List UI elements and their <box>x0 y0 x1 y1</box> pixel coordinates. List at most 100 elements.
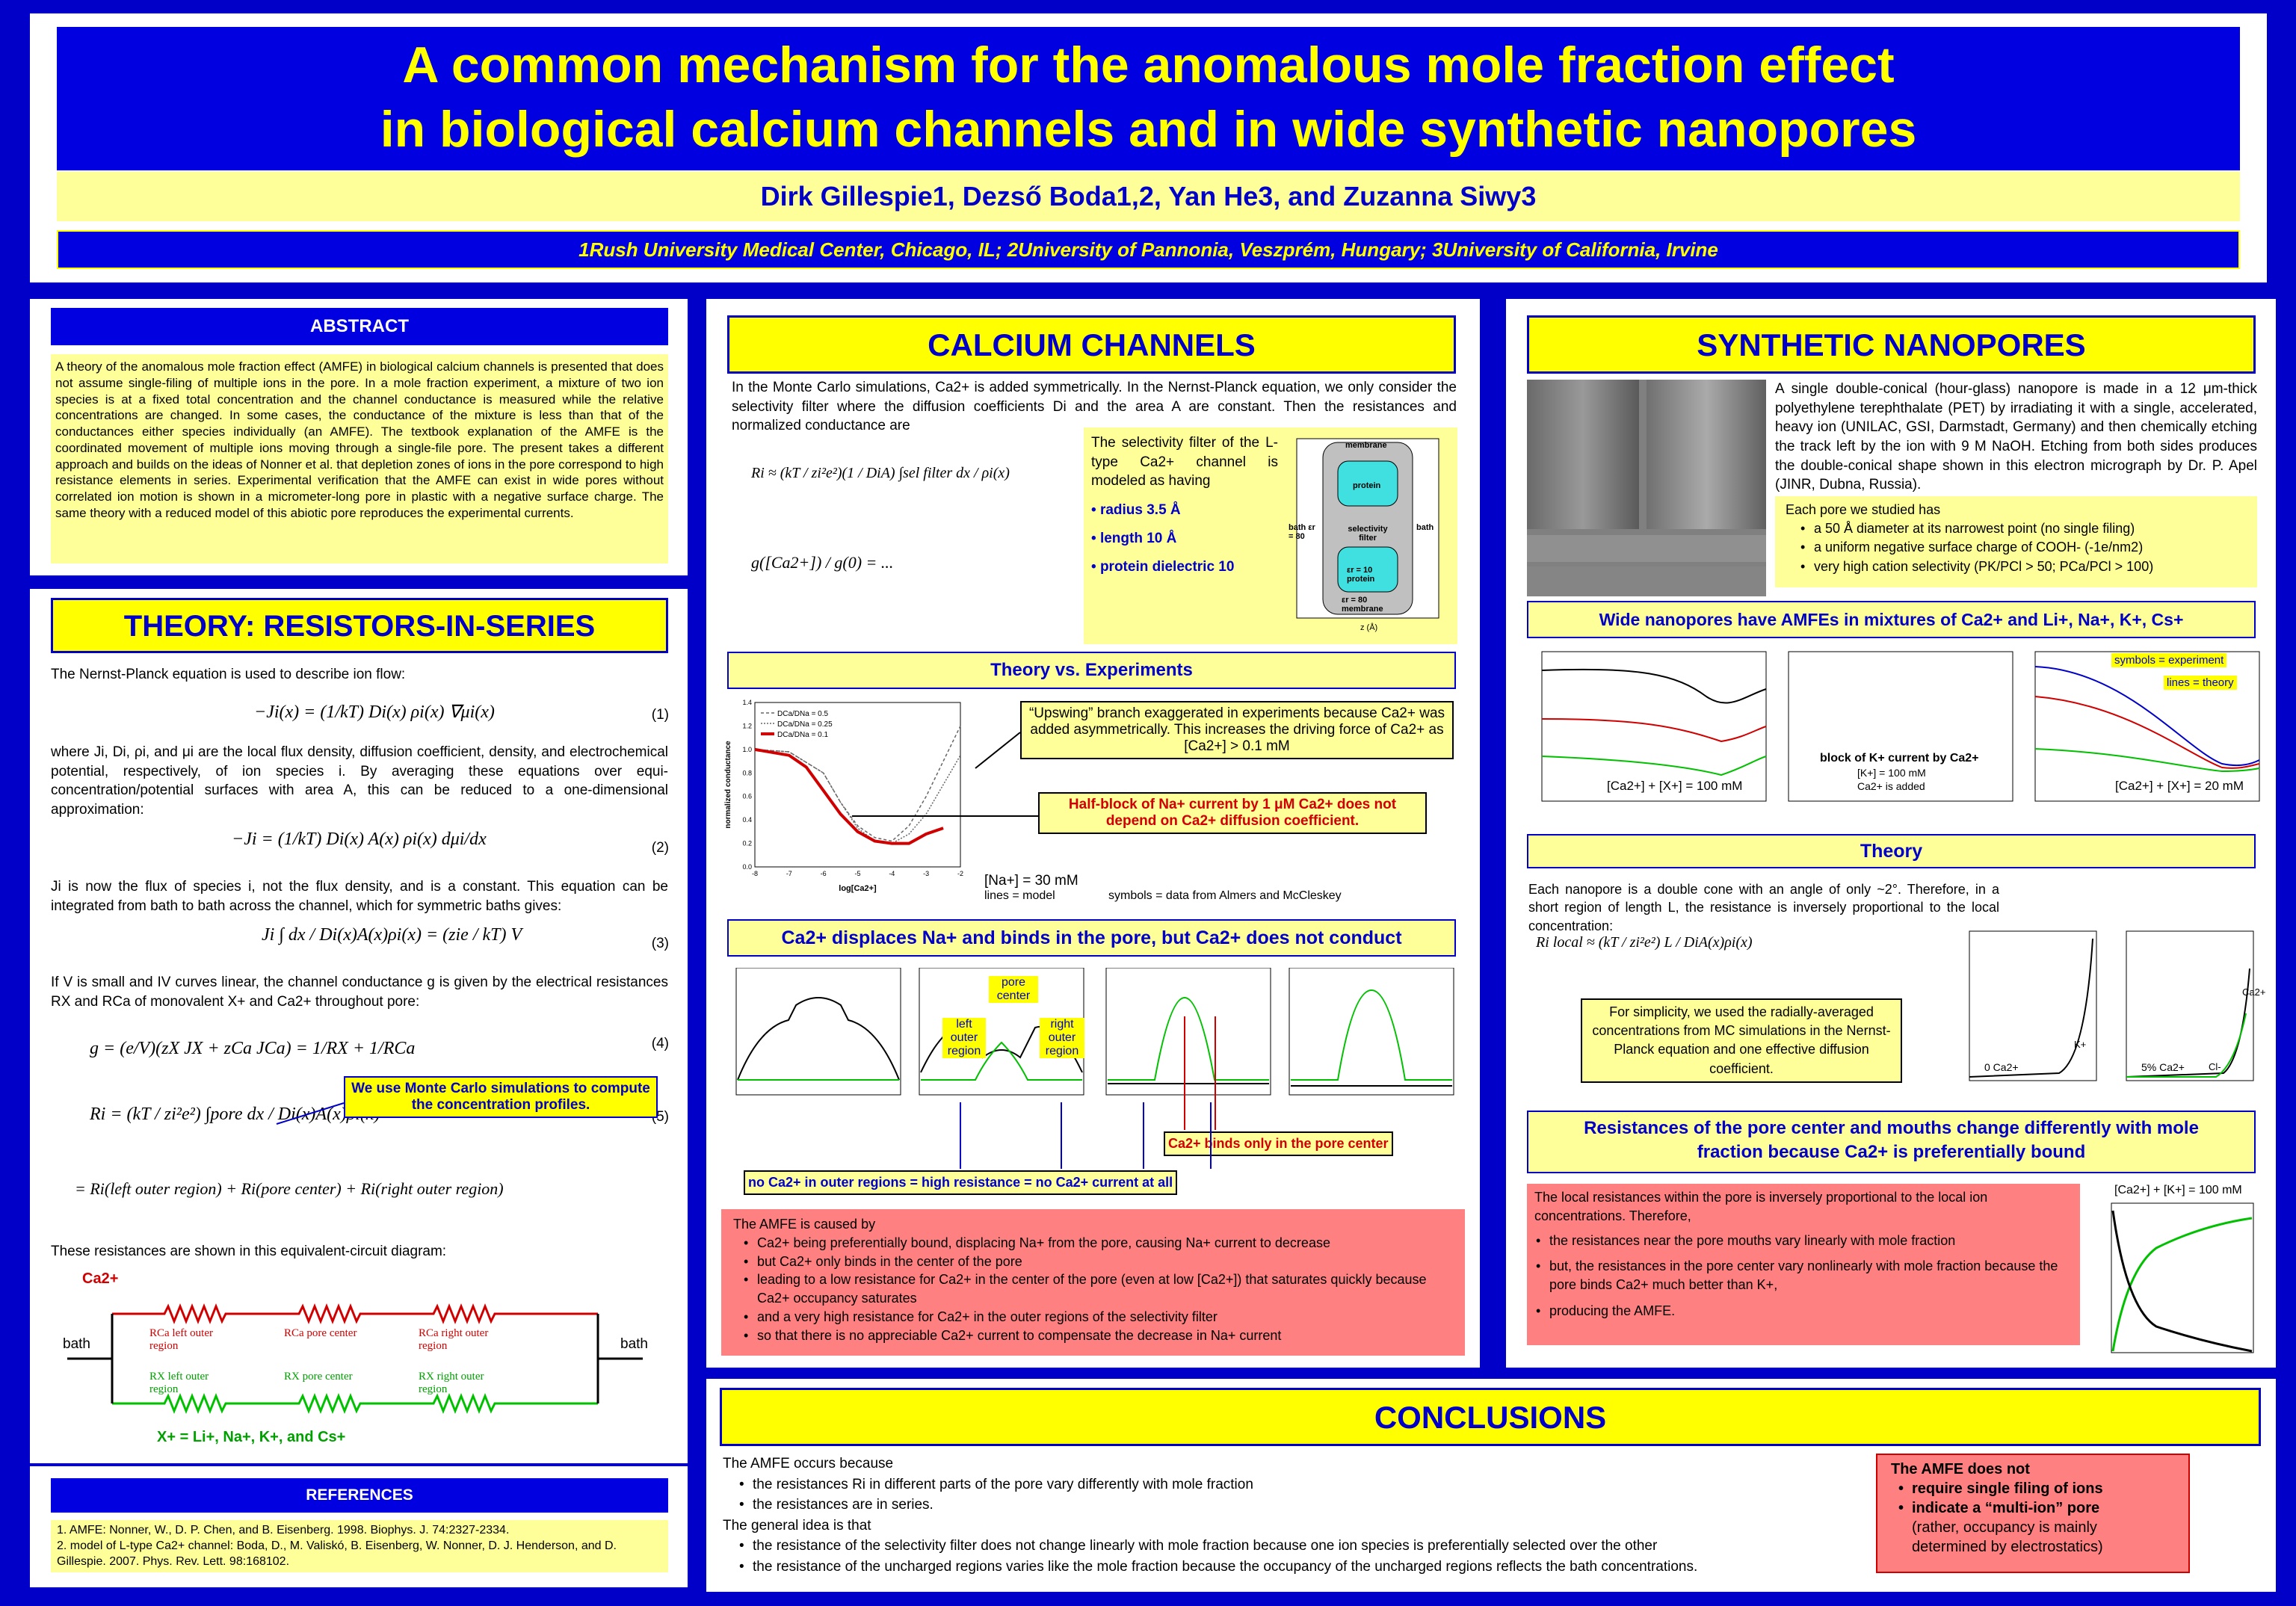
y-axis-label: normalized conductance <box>724 741 732 829</box>
nano-chart-note-7: [Ca2+] + [X+] = 20 mM <box>2115 779 2244 793</box>
nano-theory-head: Theory <box>1527 834 2256 868</box>
eq-number-1: (1) <box>651 707 669 723</box>
concentration-profile-charts <box>1969 930 2254 1081</box>
title-box: A common mechanism for the anomalous mol… <box>57 27 2240 170</box>
calcium-eq-r: Ri ≈ (kT / zi²e²)(1 / DiA) ∫sel filter d… <box>751 465 1010 481</box>
local-chart-note: [Ca2+] + [K+] = 100 mM <box>2114 1184 2242 1196</box>
references-panel: REFERENCES 1. AMFE: Nonner, W., D. P. Ch… <box>30 1466 688 1587</box>
nano-theory-text: Each nanopore is a double cone with an a… <box>1528 882 1999 933</box>
series-line <box>754 749 961 844</box>
model-item: • length 10 Å <box>1091 531 1177 546</box>
circuit-ca-label: Ca2+ <box>82 1270 119 1287</box>
diagram-label-membrane-eps: εr = 80 membrane <box>1342 596 1383 614</box>
diagram-label-membrane: membrane <box>1345 441 1387 450</box>
theory-eq2: −Ji = (1/kT) Di(x) A(x) ρi(x) dμi/dx <box>232 830 487 849</box>
y-tick-label: 1.2 <box>742 722 752 729</box>
amfe-does-not-box: The AMFE does not require single filing … <box>1876 1454 2190 1573</box>
left-outer-region-tag: left outer region <box>942 1018 986 1058</box>
equivalent-circuit-diagram <box>67 1303 643 1415</box>
conclusion-item: the resistance of the uncharged regions … <box>738 1557 1844 1578</box>
title-line-1: A common mechanism for the anomalous mol… <box>402 37 1895 93</box>
pore-property: a uniform negative surface charge of COO… <box>1799 538 2247 557</box>
local-item: the resistances near the pore mouths var… <box>1534 1232 2073 1250</box>
theory-eq3: Ji ∫ dx / Di(x)A(x)ρi(x) = (zie / kT) V <box>262 925 522 945</box>
wide-nanopores-head: Wide nanopores have AMFEs in mixtures of… <box>1527 601 2256 638</box>
title-line-2: in biological calcium channels and in wi… <box>380 101 1917 158</box>
right-outer-region-tag: right outer region <box>1040 1018 1084 1058</box>
no-ca-callout: no Ca2+ in outer regions = high resistan… <box>744 1170 1178 1195</box>
box-list: require single filing of ions indicate a… <box>1891 1479 2175 1518</box>
amfe-item: leading to a low resistance for Ca2+ in … <box>742 1270 1453 1308</box>
theory-panel: THEORY: RESISTORS-IN-SERIES The Nernst-P… <box>30 589 688 1463</box>
conclusions-lead-1: The AMFE occurs because <box>723 1456 894 1471</box>
ca-displaces-head: Ca2+ displaces Na+ and binds in the pore… <box>727 919 1456 957</box>
model-item: • radius 3.5 Å <box>1091 502 1181 518</box>
local-lead: The local resistances within the pore is… <box>1534 1190 1988 1223</box>
y-tick-label: 0.6 <box>742 793 752 800</box>
diagram-label-protein-eps: εr = 10 protein <box>1347 566 1375 584</box>
theory-heading: THEORY: RESISTORS-IN-SERIES <box>51 598 668 653</box>
ca-resistor-wire <box>112 1303 598 1325</box>
authors-box: Dirk Gillespie1, Dezső Boda1,2, Yan He3,… <box>57 172 2240 221</box>
pore-property: a 50 Å diameter at its narrowest point (… <box>1799 519 2247 538</box>
model-text: The selectivity filter of the L-type Ca2… <box>1091 435 1278 489</box>
diagram-label-z: z (Å) <box>1360 623 1378 632</box>
box-tail: (rather, occupancy is mainly determined … <box>1912 1519 2103 1555</box>
diagram-label-bath-right: bath <box>1416 523 1434 532</box>
pore-properties-lead: Each pore we studied has <box>1786 502 1941 517</box>
y-tick-label: 0.0 <box>742 863 752 871</box>
conc-label-k: K+ <box>2074 1039 2087 1050</box>
box-item: require single filing of ions <box>1897 1479 2175 1498</box>
reference-item: 1. AMFE: Nonner, W., D. P. Chen, and B. … <box>57 1524 510 1536</box>
pore-properties-list: a 50 Å diameter at its narrowest point (… <box>1786 519 2247 576</box>
nano-chart-note-1: [Ca2+] + [X+] = 100 mM <box>1607 779 1743 793</box>
box-lead: The AMFE does not <box>1891 1461 2030 1477</box>
amfe-item: but Ca2+ only binds in the center of the… <box>742 1253 1453 1271</box>
x-tick-label: -5 <box>854 870 860 877</box>
monte-carlo-callout: We use Monte Carlo simulations to comput… <box>344 1076 658 1118</box>
x-resistor-wire <box>112 1392 598 1415</box>
theory-p1: The Nernst-Planck equation is used to de… <box>51 667 406 682</box>
series-line <box>754 747 944 845</box>
nanopores-heading: SYNTHETIC NANOPORES <box>1527 315 2256 374</box>
nano-chart-note-5: symbols = experiment <box>2111 653 2227 667</box>
channel-geometry-diagram <box>1296 438 1439 619</box>
local-resistance-box: The local resistances within the pore is… <box>1527 1184 2080 1345</box>
local-item: but, the resistances in the pore center … <box>1534 1257 2073 1294</box>
amfe-item: Ca2+ being preferentially bound, displac… <box>742 1234 1453 1253</box>
reference-item: 2. model of L-type Ca2+ channel: Boda, D… <box>57 1539 617 1568</box>
conclusions-heading: CONCLUSIONS <box>720 1388 2261 1446</box>
pore-property: very high cation selectivity (PK/PCl > 5… <box>1799 558 2247 576</box>
calcium-heading: CALCIUM CHANNELS <box>727 315 1456 374</box>
nano-eq-local: Ri local ≈ (kT / zi²e²) L / DiA(x)ρi(x) <box>1536 934 1753 951</box>
conc-label-5ca: 5% Ca2+ <box>2141 1061 2185 1073</box>
references-heading: REFERENCES <box>51 1478 668 1513</box>
x-tick-label: -3 <box>923 870 929 877</box>
theory-p5: These resistances are shown in this equi… <box>51 1244 447 1259</box>
nano-chart-note-6: lines = theory <box>2164 676 2237 690</box>
affiliations-box: 1Rush University Medical Center, Chicago… <box>57 230 2240 269</box>
ca-binds-callout: Ca2+ binds only in the pore center <box>1164 1131 1393 1156</box>
pore-center-tag: pore center <box>989 976 1038 1003</box>
abstract-text: A theory of the anomalous mole fraction … <box>51 354 668 563</box>
circuit-rca-left: RCa left outer region <box>149 1327 213 1352</box>
box-item: indicate a “multi-ion” pore <box>1897 1498 2175 1518</box>
y-tick-label: 1.4 <box>742 699 752 706</box>
conc-label-cl: Cl- <box>2209 1061 2221 1072</box>
theory-eq6: = Ri(left outer region) + Ri(pore center… <box>75 1179 504 1198</box>
conclusions-text: The AMFE occurs because the resistances … <box>723 1454 1844 1577</box>
x-tick-label: -8 <box>752 870 758 877</box>
series-line <box>754 726 961 842</box>
conclusions-lead-2: The general idea is that <box>723 1517 871 1534</box>
theory-eq4: g = (e/V)(zX JX + zCa JCa) = 1/RX + 1/RC… <box>90 1039 416 1058</box>
x-tick-label: -2 <box>957 870 963 877</box>
simplicity-box: For simplicity, we used the radially-ave… <box>1581 998 1902 1083</box>
legend-entry: DCa/DNa = 0.25 <box>777 720 833 729</box>
header-panel: A common mechanism for the anomalous mol… <box>30 13 2267 282</box>
calcium-intro: In the Monte Carlo simulations, Ca2+ is … <box>732 380 1457 434</box>
theory-vs-experiments-head: Theory vs. Experiments <box>727 652 1456 689</box>
pore-properties-box: Each pore we studied has a 50 Å diameter… <box>1775 496 2257 587</box>
circuit-rx-center: RX pore center <box>284 1371 353 1383</box>
conclusions-panel: CONCLUSIONS The AMFE occurs because the … <box>706 1379 2276 1592</box>
